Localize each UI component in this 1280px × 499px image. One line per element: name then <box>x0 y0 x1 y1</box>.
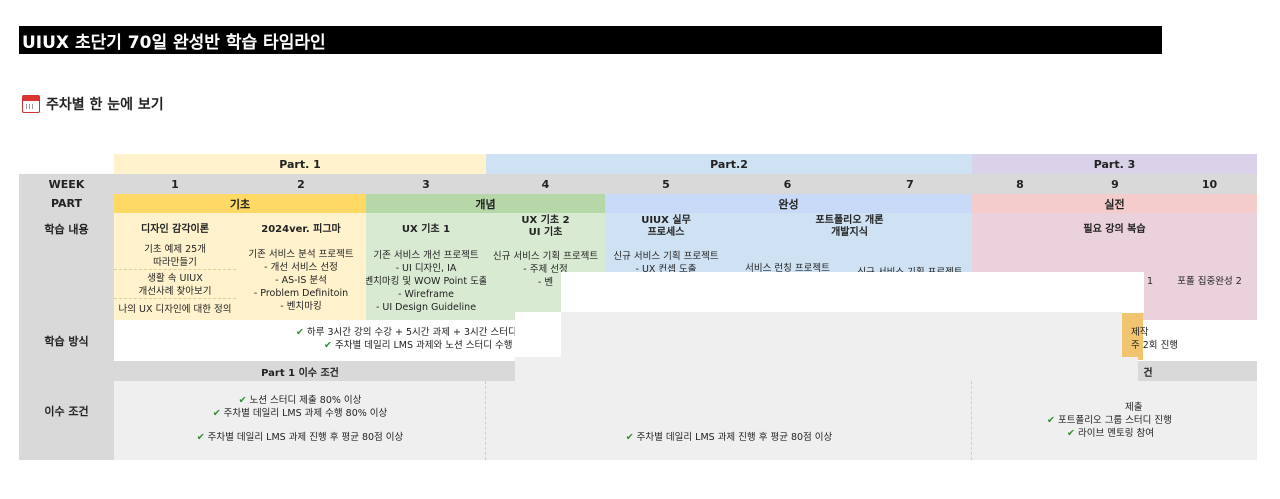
method-right-line2: 주 2회 진행 <box>1131 340 1179 351</box>
check-icon: ✔ <box>1047 415 1055 426</box>
method-right: 제작 주 2회 진행 <box>1130 326 1210 354</box>
part1-header: Part. 1 <box>114 154 486 174</box>
occlusion-left-step <box>515 312 561 357</box>
p3-condition-body <box>972 381 1257 460</box>
week-10: 10 <box>1201 177 1218 191</box>
calendar-icon <box>22 95 40 113</box>
p1-condition-lines: ✔노션 스터디 제출 80% 이상 ✔주차별 데일리 LMS 과제 수행 80%… <box>114 394 486 422</box>
content-bg-basic <box>114 213 366 320</box>
p3-condition-line1: 제출 <box>1125 402 1143 413</box>
check-icon: ✔ <box>625 431 634 443</box>
check-icon: ✔ <box>1067 428 1075 439</box>
row-label-week: WEEK <box>19 174 114 194</box>
method-right-line1: 제작 <box>1131 327 1149 338</box>
week-9: 9 <box>1111 177 1119 191</box>
row-label-method: 학습 방식 <box>19 320 114 361</box>
week-8: 8 <box>1016 177 1024 191</box>
detail-week9: 1 <box>1146 275 1154 287</box>
p3-condition-line3: ✔라이브 멘토링 참여 <box>1067 428 1154 439</box>
page-title: UIUX 초단기 70일 완성반 학습 타임라인 <box>19 26 1162 54</box>
row-label-condition: 이수 조건 <box>19 361 114 460</box>
method-line1: ✔하루 3시간 강의 수강 + 5시간 과제 + 3시간 스터디 <box>296 327 517 338</box>
section-title: 주차별 한 눈에 보기 <box>46 97 164 113</box>
part-real: 실전 <box>972 194 1257 213</box>
section-heading: 주차별 한 눈에 보기 <box>22 92 164 116</box>
week-7: 7 <box>906 177 914 191</box>
part2-header: Part.2 <box>486 154 972 174</box>
detail-week6: 서비스 런칭 프로젝트 <box>745 263 830 274</box>
p1-condition-line2: ✔주차별 데일리 LMS 과제 수행 80% 이상 <box>212 408 388 419</box>
p3-condition-header: 건 <box>1143 367 1153 379</box>
week-3: 3 <box>422 177 430 191</box>
week-2: 2 <box>297 177 305 191</box>
week-row <box>114 174 1257 194</box>
method-text: ✔하루 3시간 강의 수강 + 5시간 과제 + 3시간 스터디 ✔주차별 데일… <box>296 326 526 354</box>
p2-condition-line: ✔주차별 데일리 LMS 과제 진행 후 평균 80점 이상 <box>625 431 833 443</box>
check-icon: ✔ <box>212 408 221 419</box>
method-line2: ✔주차별 데일리 LMS 과제와 노션 스터디 수행 <box>324 340 513 351</box>
part-concept: 개념 <box>366 194 605 213</box>
detail-week10: 포폴 집중완성 2 <box>1177 275 1242 287</box>
check-icon: ✔ <box>296 327 304 338</box>
detail-week7: 신규 서비스 기획 프로젝트 <box>857 267 963 275</box>
part-complete: 완성 <box>605 194 972 213</box>
detail-week2: 기존 서비스 분석 프로젝트- 개선 서비스 선정- AS-IS 분석- Pro… <box>248 248 354 312</box>
topic-week3: UX 기초 1 <box>401 223 451 235</box>
detail-week5: 신규 서비스 기획 프로젝트- UX 컨셉 도출 <box>613 251 719 275</box>
week-6: 6 <box>783 177 792 191</box>
topic-week2: 2024ver. 피그마 <box>261 223 341 235</box>
week-4: 4 <box>541 177 550 191</box>
detail-week4: 신규 서비스 기획 프로젝트- 주제 선정- 벤 <box>492 251 599 288</box>
check-icon: ✔ <box>196 431 205 443</box>
orange-marker <box>1122 312 1143 360</box>
week-1: 1 <box>171 177 179 191</box>
occlusion-condition-header <box>515 357 1138 381</box>
topic-week810: 필요 강의 복습 <box>1083 223 1146 235</box>
p1-condition-body <box>114 381 486 460</box>
check-icon: ✔ <box>324 340 332 351</box>
occlusion-top <box>561 272 1144 313</box>
week-5: 5 <box>662 177 670 191</box>
p1-condition-line3: ✔주차별 데일리 LMS 과제 진행 후 평균 80점 이상 <box>196 431 404 443</box>
part3-header: Part. 3 <box>972 154 1257 174</box>
row-label-part: PART <box>19 194 114 213</box>
row-label-content: 학습 내용 <box>19 213 114 320</box>
detail-week1-c: 나의 UX 디자인에 대한 정의 <box>118 303 232 315</box>
p3-condition-line2: ✔포트폴리오 그룹 스터디 진행 <box>1047 415 1172 426</box>
part-basic: 기초 <box>114 194 366 213</box>
p1-condition-line1: ✔노션 스터디 제출 80% 이상 <box>238 395 362 406</box>
p2-condition-body <box>486 381 972 460</box>
check-icon: ✔ <box>238 395 247 406</box>
topic-week1: 디자인 감각이론 <box>141 223 209 235</box>
p1-condition-header: Part 1 이수 조건 <box>114 361 486 381</box>
p3-condition-lines: 제출 ✔포트폴리오 그룹 스터디 진행 ✔라이브 멘토링 참여 <box>1045 401 1257 441</box>
